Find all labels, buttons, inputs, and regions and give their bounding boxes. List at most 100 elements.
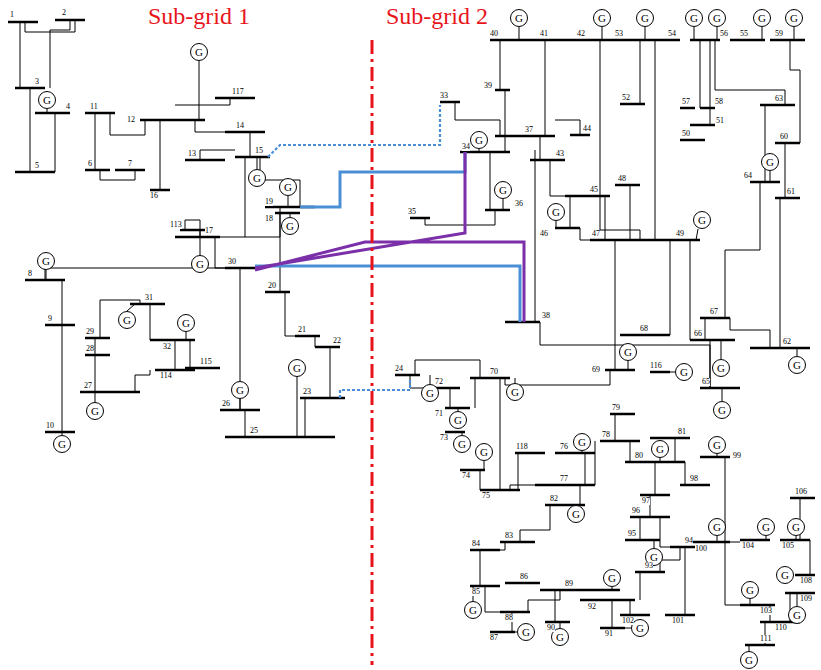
- bus-number: 44: [583, 125, 591, 133]
- bus-number: 13: [188, 150, 196, 158]
- generator-circle: G: [712, 359, 730, 377]
- generator-symbol: G: [793, 610, 801, 621]
- bus-number: 90: [547, 624, 555, 632]
- bus-number: 89: [565, 580, 573, 588]
- generator-circle: G: [86, 402, 104, 420]
- bus-number: 46: [540, 230, 548, 238]
- bus-number: 40: [490, 30, 498, 38]
- bus-number: 97: [642, 497, 650, 505]
- bus-number: 37: [525, 126, 533, 134]
- generator-symbol: G: [641, 13, 649, 24]
- generator-symbol: G: [236, 385, 244, 396]
- bus-number: 85: [472, 588, 480, 596]
- bus-number: 111: [760, 635, 771, 643]
- generator-symbol: G: [91, 406, 99, 417]
- generator-symbol: G: [650, 552, 658, 563]
- bus-number: 105: [782, 542, 794, 550]
- generator-symbol: G: [746, 585, 754, 596]
- bus-number: 71: [435, 410, 443, 418]
- generator-symbol: G: [781, 570, 789, 581]
- generator-symbol: G: [458, 439, 466, 450]
- bus-number: 50: [682, 130, 690, 138]
- generator-symbol: G: [511, 387, 519, 398]
- generator-circle: G: [603, 569, 621, 587]
- generator-circle: G: [785, 9, 803, 27]
- generator-symbol: G: [745, 655, 753, 666]
- bus-number: 34: [462, 143, 470, 151]
- generator-symbol: G: [286, 221, 294, 232]
- bus-number: 21: [298, 326, 306, 334]
- bus-number: 95: [628, 530, 636, 538]
- generator-circle: G: [470, 131, 488, 149]
- bus-number: 1: [10, 11, 14, 19]
- bus-number: 91: [605, 630, 613, 638]
- bus-number: 110: [775, 624, 787, 632]
- generator-symbol: G: [58, 439, 66, 450]
- generator-circle: G: [248, 169, 266, 187]
- generator-circle: G: [37, 252, 55, 270]
- generator-circle: G: [118, 311, 136, 329]
- bus-number: 118: [516, 443, 528, 451]
- generator-circle: G: [636, 9, 654, 27]
- generator-circle: G: [517, 623, 535, 641]
- bus-number: 43: [556, 150, 564, 158]
- generator-symbol: G: [475, 135, 483, 146]
- generator-symbol: G: [43, 95, 51, 106]
- tie-line-purple: [255, 152, 524, 322]
- bus-number: 14: [236, 122, 244, 130]
- generator-circle: G: [741, 581, 759, 599]
- bus-number: 16: [150, 192, 158, 200]
- bus-number: 69: [592, 366, 600, 374]
- bus-number: 19: [265, 198, 273, 206]
- bus-number: 29: [86, 328, 94, 336]
- region-title: Sub-grid 2: [386, 4, 488, 28]
- generator-circle: G: [506, 383, 524, 401]
- bus-number: 103: [760, 607, 772, 615]
- generator-symbol: G: [284, 182, 292, 193]
- generator-circle: G: [776, 566, 794, 584]
- bus-number: 10: [46, 422, 54, 430]
- bus-number: 82: [550, 495, 558, 503]
- bus-number: 87: [490, 634, 498, 642]
- tie-line-blue: [255, 152, 520, 322]
- bus-bars: [8, 20, 815, 645]
- generator-symbol: G: [762, 522, 770, 533]
- bus-number: 3: [35, 78, 39, 86]
- generator-circle: G: [619, 343, 637, 361]
- generator-circle: G: [288, 359, 306, 377]
- bus-number: 67: [710, 308, 718, 316]
- generator-circle: G: [788, 606, 806, 624]
- bus-number: 83: [505, 532, 513, 540]
- bus-number: 5: [35, 162, 39, 170]
- bus-number: 100: [695, 545, 707, 553]
- bus-number: 113: [170, 221, 182, 229]
- bus-number: 52: [622, 94, 630, 102]
- bus-number: 23: [303, 388, 311, 396]
- generator-symbol: G: [480, 447, 488, 458]
- generator-symbol: G: [426, 388, 434, 399]
- bus-number: 56: [720, 30, 728, 38]
- generator-circle: G: [713, 401, 731, 419]
- bus-number: 106: [795, 488, 807, 496]
- bus-number: 45: [590, 186, 598, 194]
- generator-symbol: G: [522, 627, 530, 638]
- generator-symbol: G: [123, 315, 131, 326]
- bus-number: 88: [505, 614, 513, 622]
- generator-circle: G: [494, 181, 512, 199]
- bus-number: 98: [690, 475, 698, 483]
- bus-number: 41: [540, 30, 548, 38]
- generator-symbol: G: [608, 573, 616, 584]
- bus-number: 2: [62, 9, 66, 17]
- generator-symbol: G: [552, 207, 560, 218]
- generator-circle: G: [567, 505, 585, 523]
- bus-number: 93: [645, 562, 653, 570]
- generator-symbol: G: [253, 173, 261, 184]
- bus-number: 94: [685, 537, 693, 545]
- generator-symbol: G: [195, 47, 203, 58]
- bus-number: 12: [127, 116, 135, 124]
- bus-number: 49: [676, 230, 684, 238]
- generator-symbol: G: [713, 13, 721, 24]
- generator-symbol: G: [42, 256, 50, 267]
- bus-number: 53: [615, 30, 623, 38]
- bus-number: 15: [255, 147, 263, 155]
